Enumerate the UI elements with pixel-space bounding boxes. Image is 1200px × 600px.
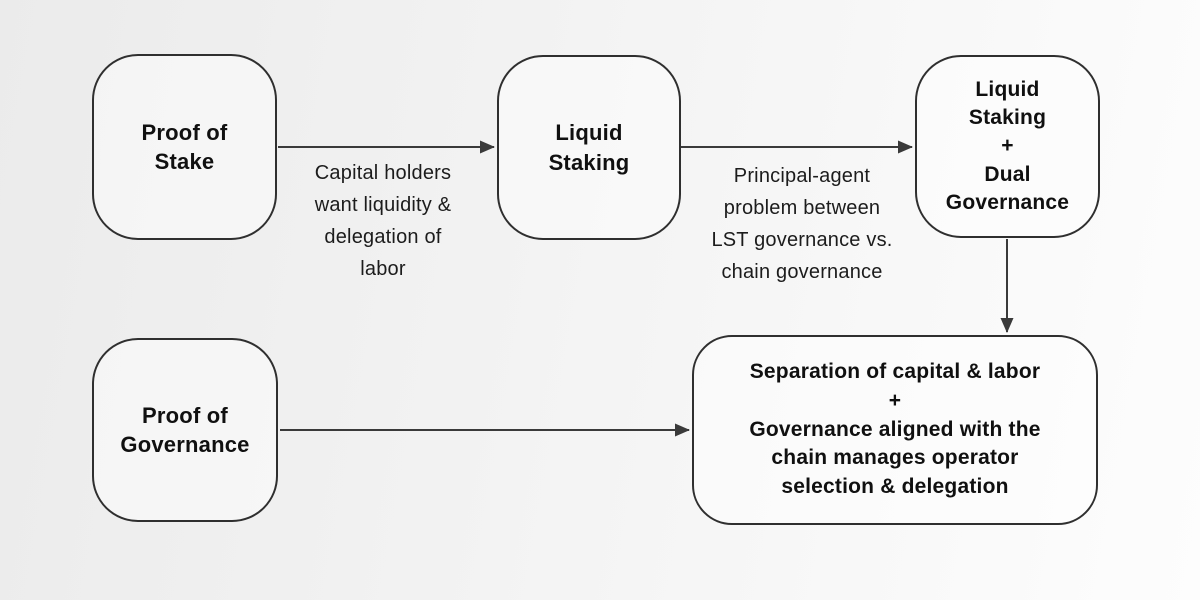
node-outcome: Separation of capital & labor + Governan… xyxy=(692,335,1098,525)
node-proof-of-stake-label: Proof of Stake xyxy=(141,119,228,174)
node-liquid-staking: Liquid Staking xyxy=(497,55,681,240)
node-liquid-staking-dual-governance-label: Liquid Staking + Dual Governance xyxy=(945,77,1070,215)
edge-label-principal-agent: Principal-agent problem between LST gove… xyxy=(711,165,893,283)
node-liquid-staking-label: Liquid Staking xyxy=(548,120,630,175)
node-proof-of-stake: Proof of Stake xyxy=(92,54,277,240)
node-outcome-label: Separation of capital & labor + Governan… xyxy=(749,359,1041,499)
node-proof-of-governance-label: Proof of Governance xyxy=(120,402,250,457)
node-proof-of-governance: Proof of Governance xyxy=(92,338,278,522)
node-liquid-staking-dual-governance: Liquid Staking + Dual Governance xyxy=(915,55,1100,238)
edge-label-capital-holders: Capital holders want liquidity & delegat… xyxy=(314,162,452,280)
